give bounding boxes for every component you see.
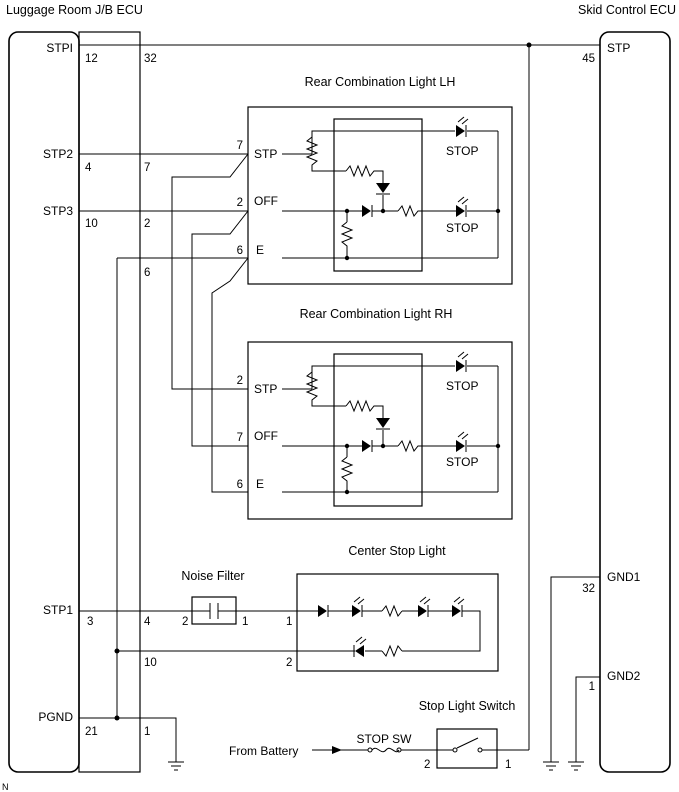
rear-lh-unit: 7 STP 2 OFF 6 E	[237, 106, 513, 285]
rear-lh-stop-lower: STOP	[446, 221, 478, 235]
wires	[79, 42, 600, 762]
jb-stp2-label: STP2	[43, 147, 73, 161]
stop-switch-pin-in: 2	[424, 759, 430, 771]
center-stop-pin-in: 1	[286, 616, 292, 628]
noise-filter-pin-out: 1	[242, 616, 248, 628]
ground-symbol-jb	[168, 761, 184, 771]
jb-ecu-inner-box	[78, 31, 141, 773]
jb-pin-stpi-left: 12	[85, 53, 98, 65]
rear-rh-e-label: E	[256, 477, 264, 491]
from-battery-label: From Battery	[229, 744, 298, 758]
jb-pin-stp1-left: 3	[87, 616, 93, 628]
skid-pin-gnd1: 32	[582, 583, 595, 595]
stop-led-icon	[456, 116, 469, 137]
rear-rh-stop-lower: STOP	[446, 455, 478, 469]
stop-switch-pin-out: 1	[505, 759, 511, 771]
rear-lh-pin-off: 2	[237, 197, 243, 209]
wire-gnd2	[575, 676, 600, 762]
led-icon	[452, 596, 465, 617]
stop-led-icon	[456, 351, 469, 372]
jb-pin-stp3-left: 10	[85, 218, 98, 230]
rear-rh-box	[247, 341, 513, 520]
rear-rh-stp-label: STP	[254, 382, 277, 396]
jb-pin-stp3-right: 2	[144, 218, 150, 230]
jb-pin-pgnd-left: 21	[85, 726, 98, 738]
ground-symbol-gnd1	[543, 761, 559, 771]
battery-arrow-icon	[332, 746, 342, 754]
rear-rh-off-label: OFF	[254, 429, 278, 443]
fuse-label: STOP SW	[357, 732, 413, 746]
noise-filter-title: Noise Filter	[181, 569, 244, 583]
jb-pin-stpi-right: 32	[144, 53, 157, 65]
rear-rh-unit: 2 STP 7 OFF 6 E	[237, 341, 513, 520]
stop-led-icon	[456, 196, 469, 217]
rear-rh-title: Rear Combination Light RH	[300, 307, 453, 321]
jb-pgnd-label: PGND	[38, 710, 73, 724]
rear-rh-pin-stp: 2	[237, 375, 243, 387]
skid-pin-gnd2: 1	[589, 681, 595, 693]
jb-pin-stp2-left: 4	[85, 162, 92, 174]
rear-rh-inner-box	[333, 353, 423, 507]
noise-filter: 2 1	[182, 596, 248, 628]
jb-ecu-title: Luggage Room J/B ECU	[6, 3, 143, 17]
skid-pin-stp: 45	[582, 53, 595, 65]
ground-symbol-gnd2	[568, 761, 584, 771]
center-stop-box	[296, 573, 499, 672]
jb-pin-pgnd-right: 1	[144, 726, 150, 738]
wire-gnd1	[550, 576, 600, 762]
wire-off-to-rh	[191, 210, 249, 447]
jb-pin-stp2-right: 7	[144, 162, 150, 174]
jb-ecu	[8, 31, 141, 773]
jb-stpi-label: STPI	[46, 41, 73, 55]
rear-rh-pin-off: 7	[237, 432, 243, 444]
skid-gnd2-label: GND2	[607, 669, 641, 683]
rear-lh-e-label: E	[256, 243, 264, 257]
rear-lh-pin-stp: 7	[237, 140, 243, 152]
stop-switch-box	[436, 728, 498, 769]
wire-pgnd-ground	[79, 717, 177, 762]
stop-light-switch: 2 1	[424, 728, 511, 771]
rear-lh-pin-e: 6	[237, 245, 243, 257]
stop-led-icon	[456, 431, 469, 452]
rear-lh-inner-box	[333, 118, 423, 272]
rear-lh-off-label: OFF	[254, 194, 278, 208]
diode-icon	[318, 605, 327, 617]
jb-stp3-label: STP3	[43, 204, 73, 218]
center-stop-light: 1 2	[286, 573, 499, 672]
led-icon	[353, 636, 367, 657]
rear-rh-pin-e: 6	[237, 479, 243, 491]
rear-rh-stop-upper: STOP	[446, 379, 478, 393]
wire-stp-to-rh	[171, 153, 249, 390]
jb-pin-stp1-right: 4	[144, 616, 151, 628]
jb-pin-e-right: 6	[144, 267, 150, 279]
skid-ecu-box	[599, 31, 671, 773]
stop-switch-title: Stop Light Switch	[419, 699, 516, 713]
skid-ecu-title: Skid Control ECU	[578, 3, 676, 17]
jb-pin-filter-out: 10	[144, 657, 157, 669]
rear-lh-title: Rear Combination Light LH	[305, 75, 456, 89]
led-icon	[418, 596, 431, 617]
jb-stp1-label: STP1	[43, 603, 73, 617]
rear-lh-stp-label: STP	[254, 147, 277, 161]
skid-stp-label: STP	[607, 41, 630, 55]
fuse-icon	[367, 747, 402, 753]
noise-filter-pin-in: 2	[182, 616, 188, 628]
rear-lh-box	[247, 106, 513, 285]
switch-contact-icon	[456, 737, 479, 749]
corner-mark: N	[2, 782, 9, 792]
rear-lh-stop-upper: STOP	[446, 144, 478, 158]
center-stop-title: Center Stop Light	[348, 544, 446, 558]
jb-ecu-outer-box	[8, 31, 80, 773]
wire-e-to-rh	[211, 257, 249, 493]
led-icon	[352, 596, 365, 617]
skid-gnd1-label: GND1	[607, 570, 641, 584]
center-stop-pin-out: 2	[286, 657, 292, 669]
